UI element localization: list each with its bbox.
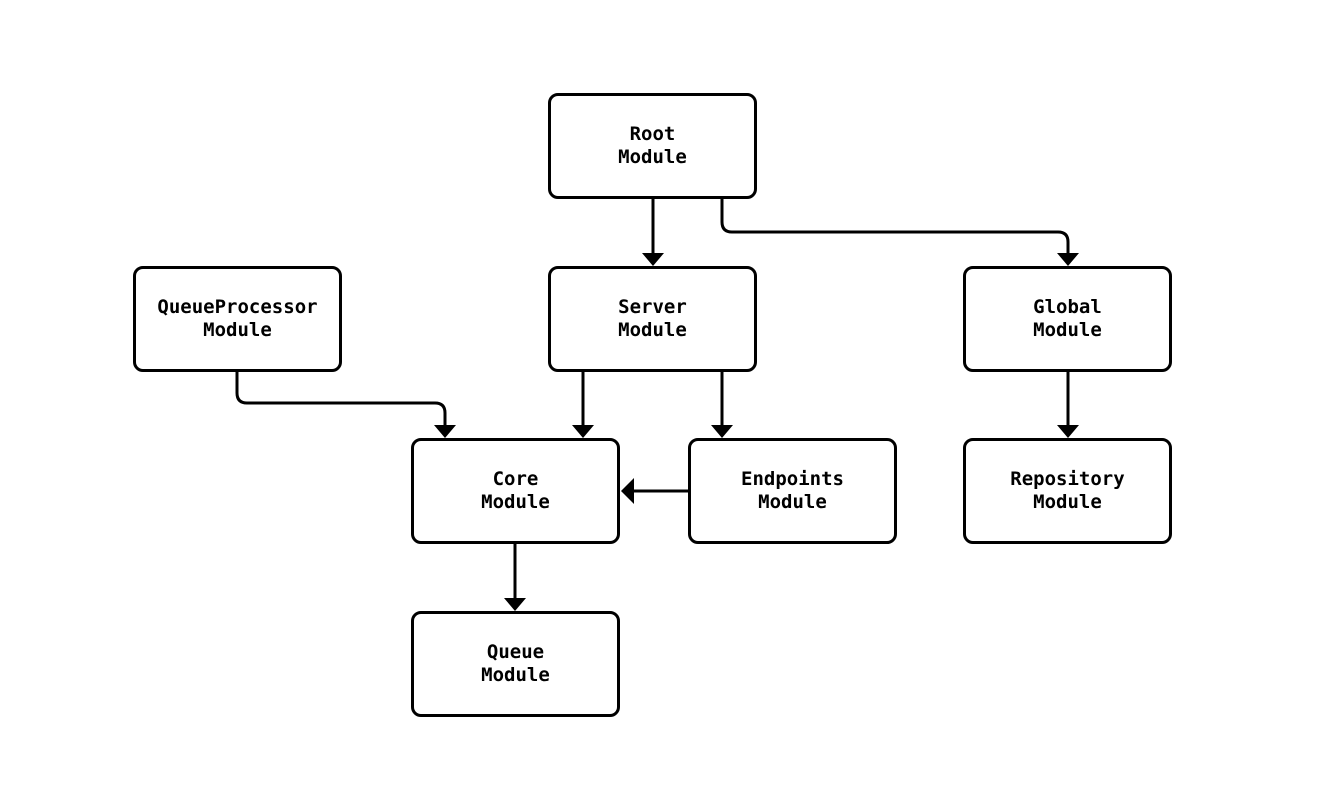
node-endpoints-module: Endpoints Module [688,438,897,544]
node-server-module: Server Module [548,266,757,372]
node-global-module: Global Module [963,266,1172,372]
edge-server-endpoints [711,370,733,438]
edge-global-repository [1057,372,1079,438]
arrowhead-down-icon [572,425,594,438]
arrowhead-left-icon [621,478,634,504]
node-queue-module: Queue Module [411,611,620,717]
arrowhead-down-icon [1057,425,1079,438]
edge-core-queue [504,544,526,611]
arrowhead-down-icon [1057,253,1079,266]
arrowhead-down-icon [434,425,456,438]
node-root-module: Root Module [548,93,757,199]
node-repository-module: Repository Module [963,438,1172,544]
edge-root-global [720,199,1079,266]
edge-queueprocessor-core [235,372,456,438]
edge-endpoints-core [621,478,688,504]
edge-server-core [572,370,594,438]
arrowhead-down-icon [504,598,526,611]
node-queueprocessor-module: QueueProcessor Module [133,266,342,372]
arrowhead-down-icon [642,253,664,266]
node-core-module: Core Module [411,438,620,544]
edge-root-server [642,199,664,266]
arrowhead-down-icon [711,425,733,438]
